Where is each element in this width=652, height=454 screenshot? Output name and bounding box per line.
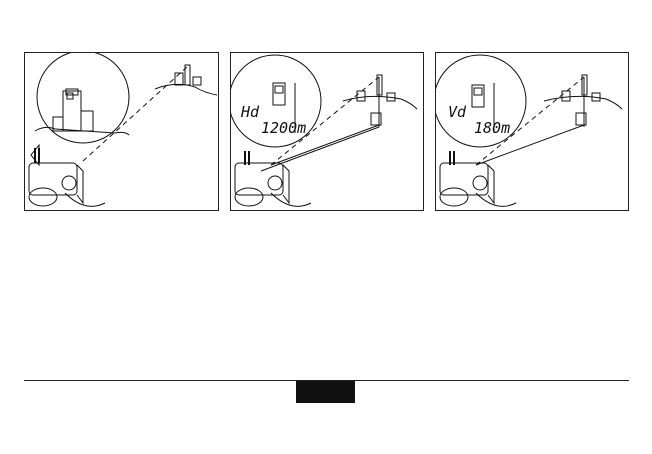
viewfinder-circle (37, 53, 129, 143)
illustration-panel-horizontal-distance: Hd 1200m (230, 52, 424, 211)
lcd-mode-label: Vd (448, 103, 467, 121)
illustration-panel-vertical-distance: Vd 180m (435, 52, 629, 211)
lcd-distance-readout: 1200m (261, 119, 306, 137)
aim-illustration (25, 53, 220, 212)
page-number-tab (296, 381, 355, 403)
vertical-distance-illustration: Vd 180m (436, 53, 630, 212)
lcd-mode-label: Hd (240, 103, 260, 121)
illustration-panel-aim (24, 52, 219, 211)
lcd-distance-readout: 180m (474, 119, 510, 137)
horizontal-distance-illustration: Hd 1200m (231, 53, 425, 212)
